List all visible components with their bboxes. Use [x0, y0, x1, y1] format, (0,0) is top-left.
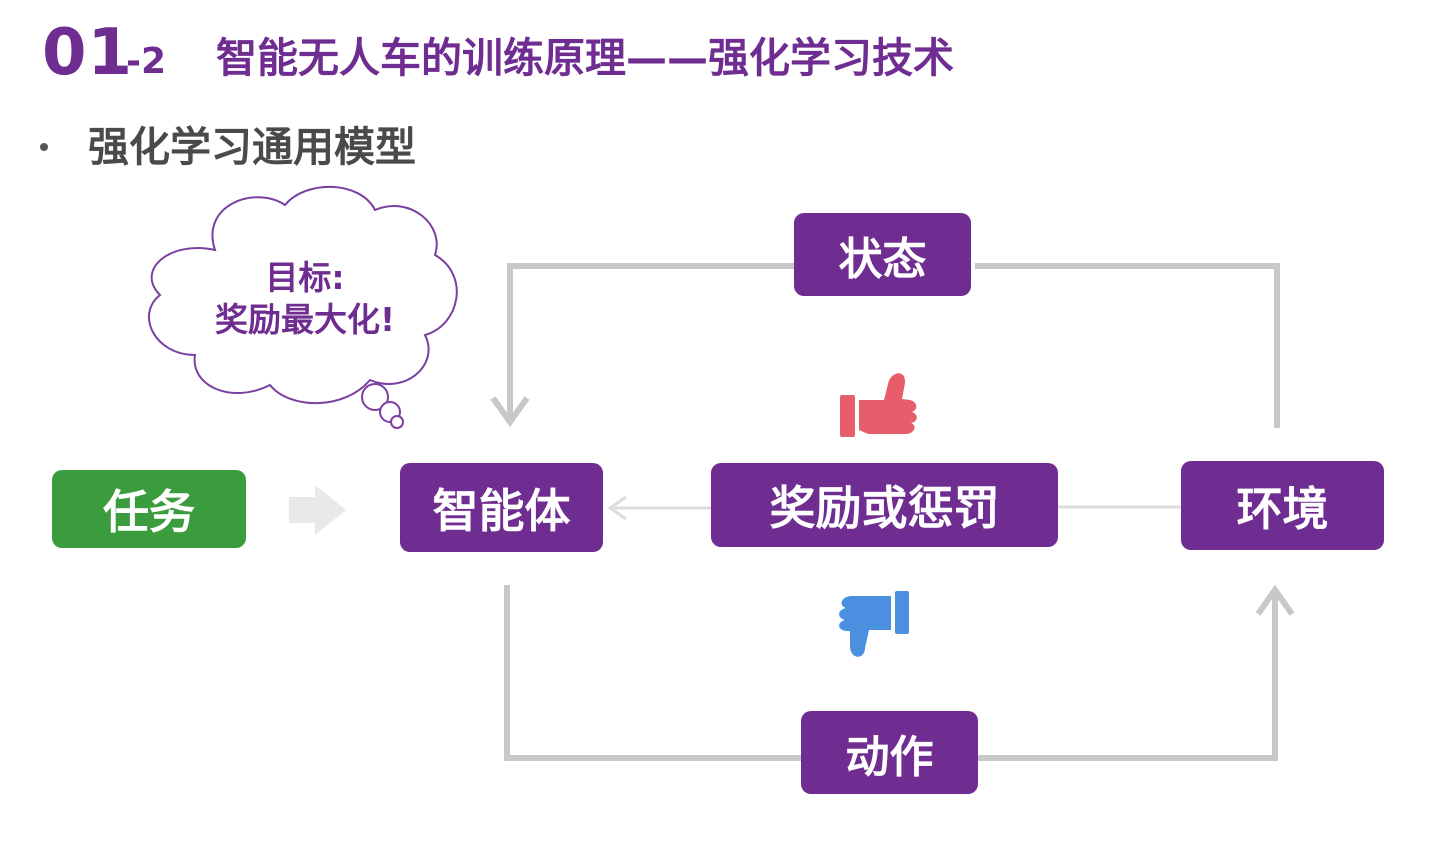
action-node: 动作 [801, 711, 978, 794]
bullet-heading: 强化学习通用模型 [88, 123, 416, 171]
environment-node: 环境 [1181, 461, 1384, 550]
right-arrow-icon [289, 485, 346, 535]
cloud-goal-text: 奖励最大化! [214, 300, 396, 339]
agent-node: 智能体 [400, 463, 603, 552]
action-arrowhead [1255, 584, 1295, 616]
thumbs-up-icon [840, 373, 917, 437]
thumbs-down-icon [839, 591, 909, 657]
bullet-dot [40, 143, 48, 151]
action-connector [504, 585, 1278, 761]
state-node: 状态 [794, 213, 971, 296]
section-number: 01 [42, 16, 134, 90]
section-subnumber: -2 [126, 41, 166, 82]
thought-cloud [148, 185, 458, 429]
page-title: 智能无人车的训练原理——强化学习技术 [216, 34, 954, 82]
reward-arrowhead [607, 495, 627, 521]
cloud-goal-label: 目标: [265, 258, 345, 297]
reward-node: 奖励或惩罚 [711, 463, 1058, 547]
state-arrowhead [490, 396, 530, 428]
state-connector [507, 263, 1280, 428]
task-node: 任务 [52, 470, 246, 548]
